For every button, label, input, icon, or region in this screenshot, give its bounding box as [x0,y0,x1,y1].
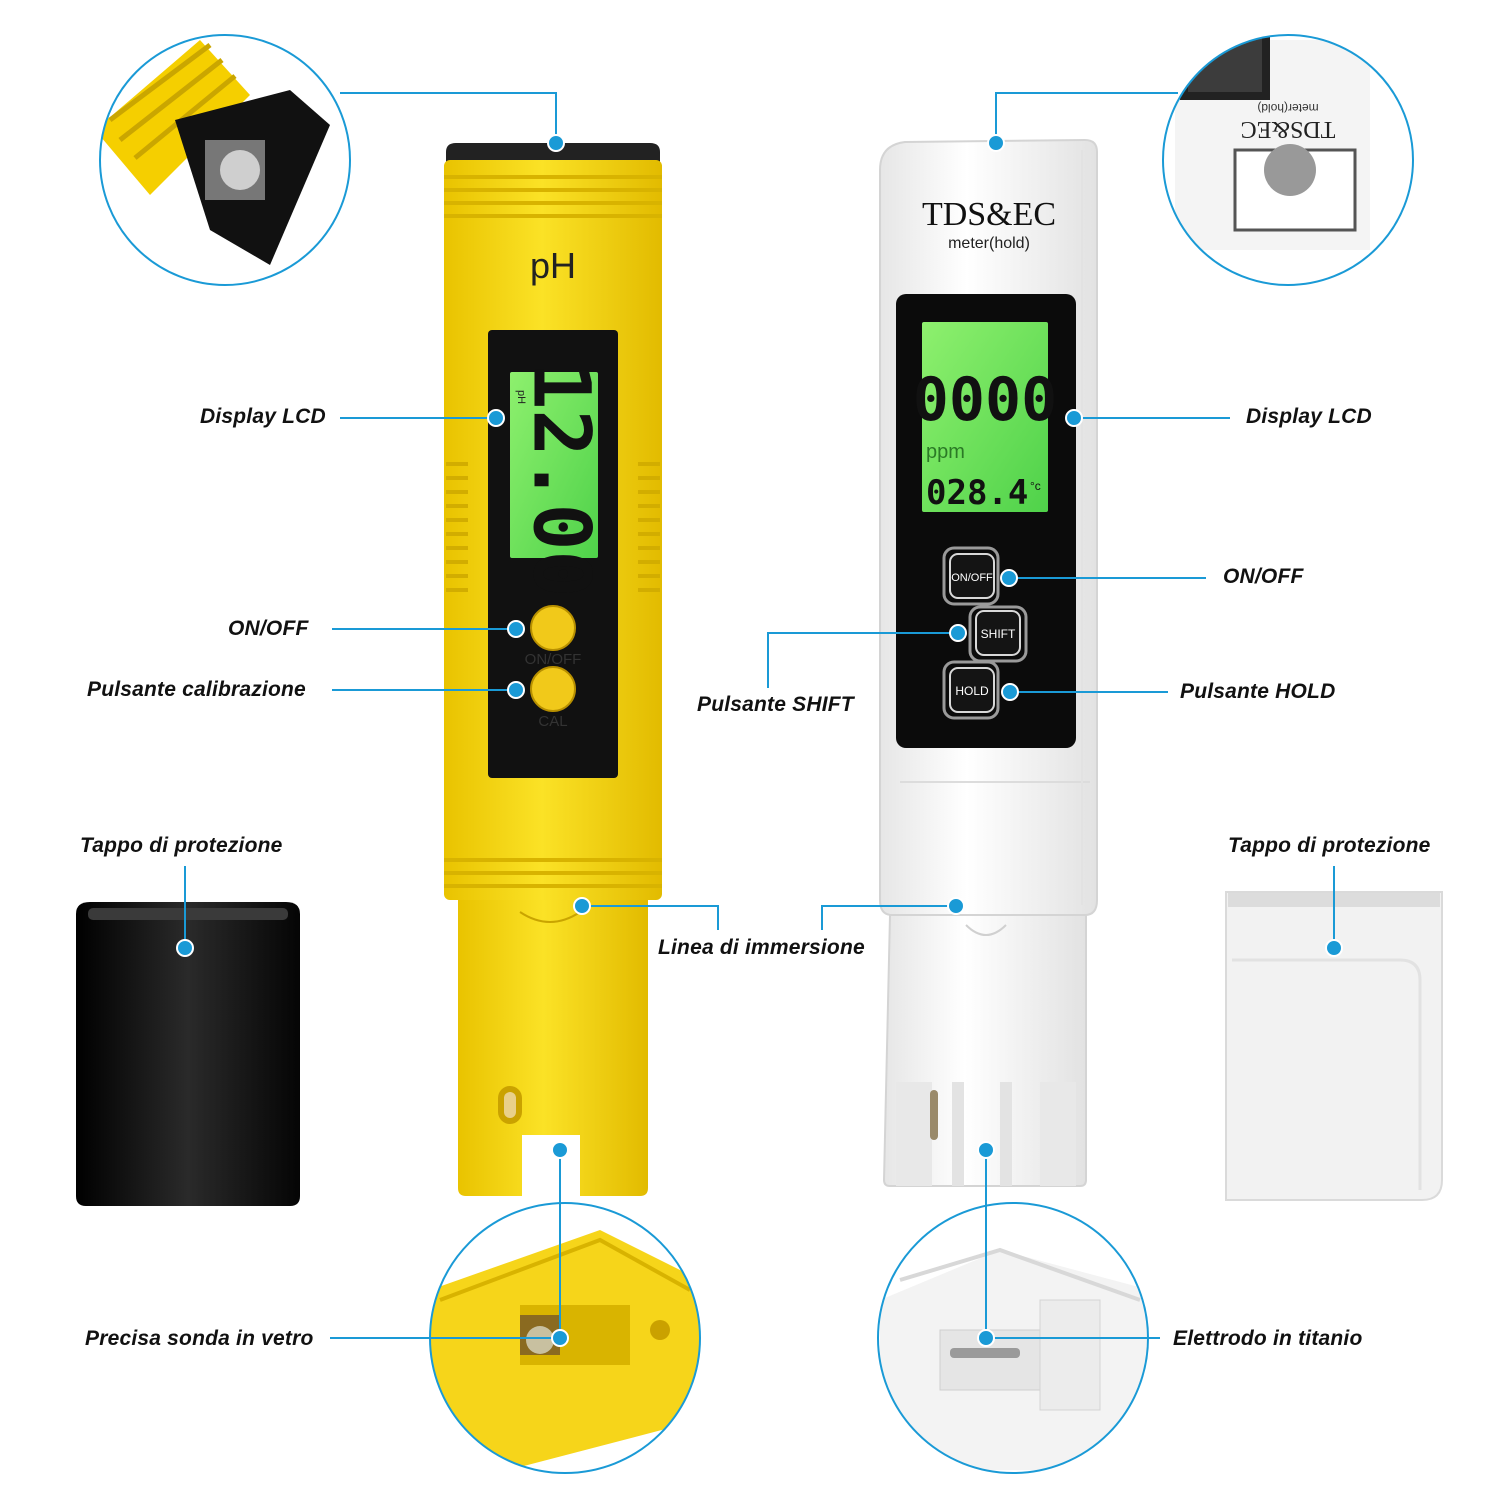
label-hold: Pulsante HOLD [1180,680,1336,703]
zoom-battery-ph [99,34,351,286]
tds-meter [879,138,1098,1187]
tds-lcd-temp: 028.4 [926,473,1028,513]
ph-lcd-unit: pH [515,390,527,404]
tds-on-off-button: ON/OFF [951,572,993,584]
tds-sub: meter(hold) [948,235,1030,252]
label-display-lcd-left: Display LCD [200,405,326,428]
callout-dots [176,134,1343,1347]
label-on-off-right: ON/OFF [1223,565,1304,588]
tds-lcd-temp-unit: °c [1030,479,1041,493]
black-cap [76,902,300,1206]
label-cap-left: Tappo di protezione [80,834,283,857]
tds-brand: TDS&EC [922,196,1056,233]
white-cap [1225,891,1443,1201]
zoom-tds-sub: meter(hold) [1257,101,1318,115]
zoom-tds-brand: TDS&EC [1241,116,1336,142]
tds-shift-button: SHIFT [981,627,1016,641]
label-calibration: Pulsante calibrazione [87,678,306,701]
ph-lcd-reading: 12.00 [516,363,606,598]
label-titanium: Elettrodo in titanio [1173,1327,1363,1350]
label-display-lcd-right: Display LCD [1246,405,1372,428]
label-glass-probe: Precisa sonda in vetro [85,1327,314,1350]
label-shift: Pulsante SHIFT [697,693,854,716]
zoom-battery-tds: TDS&EC meter(hold) [1162,34,1414,286]
tds-lcd-unit: ppm [926,441,965,463]
callout-lines [184,92,1335,1339]
label-cap-right: Tappo di protezione [1228,834,1431,857]
tds-hold-button: HOLD [955,684,989,698]
ph-meter: 12.00 [444,143,662,1196]
tds-lcd-main: 0000 [913,365,1058,435]
ph-on-off-label: ON/OFF [525,651,582,668]
ph-brand: pH [530,245,576,286]
label-on-off-left: ON/OFF [228,617,309,640]
ph-cal-label: CAL [538,713,567,730]
label-immersion: Linea di immersione [658,936,865,959]
